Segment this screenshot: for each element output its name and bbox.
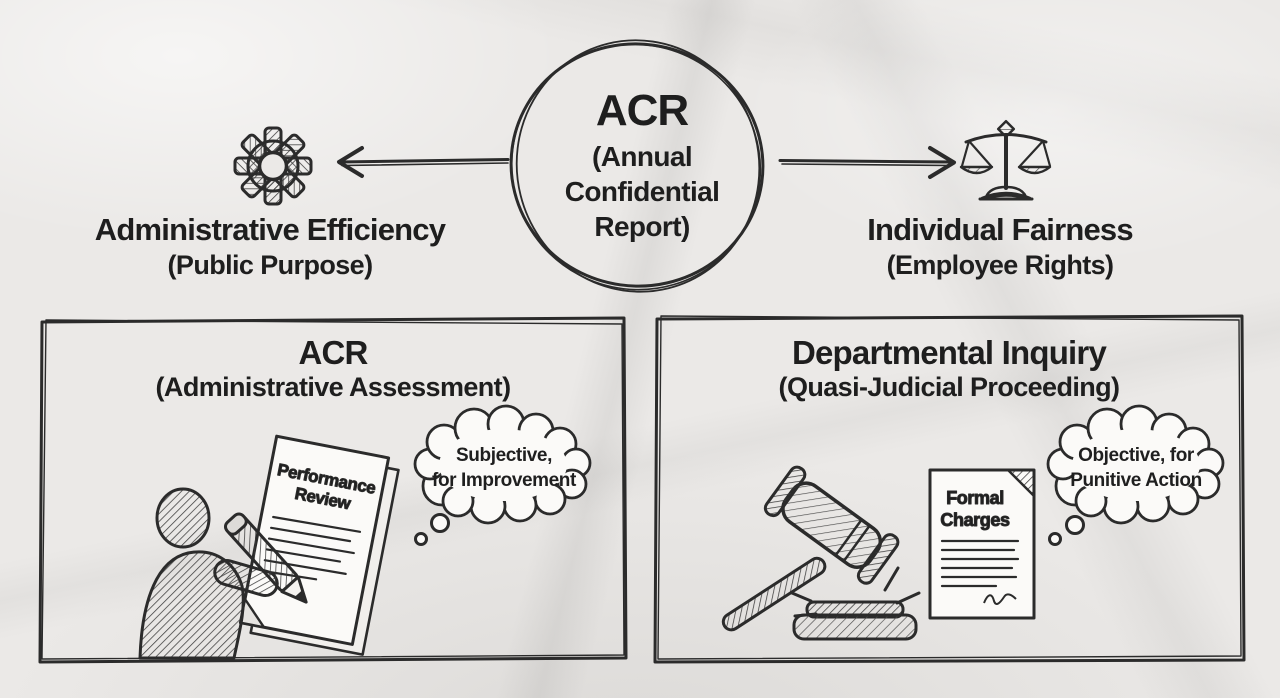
center-subtitle: (Annual Confidential Report) <box>565 139 720 244</box>
left-thought-line: for Improvement <box>432 470 577 491</box>
left-branch-title: Administrative Efficiency <box>94 212 446 247</box>
gear-icon <box>233 126 313 206</box>
person-writing-icon <box>138 487 279 660</box>
left-box-border <box>38 316 628 664</box>
pencil-icon <box>223 512 308 604</box>
center-subtitle-line: (Annual <box>591 141 693 172</box>
thought-trail-icon <box>1048 515 1085 546</box>
formal-charges-document: Formal Charges <box>928 468 1036 620</box>
center-subtitle-line: Report) <box>594 211 690 242</box>
right-box-subtitle: (Quasi-Judicial Proceeding) <box>778 372 1120 402</box>
scales-icon <box>959 119 1052 201</box>
left-thought-cloud: Subjective, for Improvement <box>413 404 592 525</box>
left-thought-line: Subjective, <box>456 445 552 466</box>
left-box-subtitle: (Administrative Assessment) <box>155 372 512 402</box>
document-title-line: Formal <box>946 488 1004 508</box>
center-circle-icon <box>509 39 765 293</box>
right-thought-line: Objective, for <box>1078 445 1195 466</box>
right-box-title: Departmental Inquiry <box>791 334 1107 371</box>
thought-trail-icon <box>414 513 450 546</box>
arrow-right-icon <box>778 146 956 179</box>
performance-review-document: Performance Review <box>231 431 414 667</box>
right-thought-cloud: Objective, for Punitive Action <box>1046 404 1225 525</box>
arrow-left-icon <box>337 146 510 178</box>
right-branch-title: Individual Fairness <box>867 212 1133 247</box>
right-thought-line: Punitive Action <box>1070 470 1202 491</box>
right-box-border <box>653 314 1246 664</box>
document-title-line: Charges <box>940 510 1010 530</box>
gavel-icon <box>721 465 921 641</box>
left-box-title: ACR <box>298 334 368 371</box>
center-title: ACR <box>595 86 689 135</box>
center-subtitle-line: Confidential <box>564 176 720 207</box>
right-branch-subtitle: (Employee Rights) <box>886 250 1114 280</box>
left-branch-subtitle: (Public Purpose) <box>167 250 374 280</box>
